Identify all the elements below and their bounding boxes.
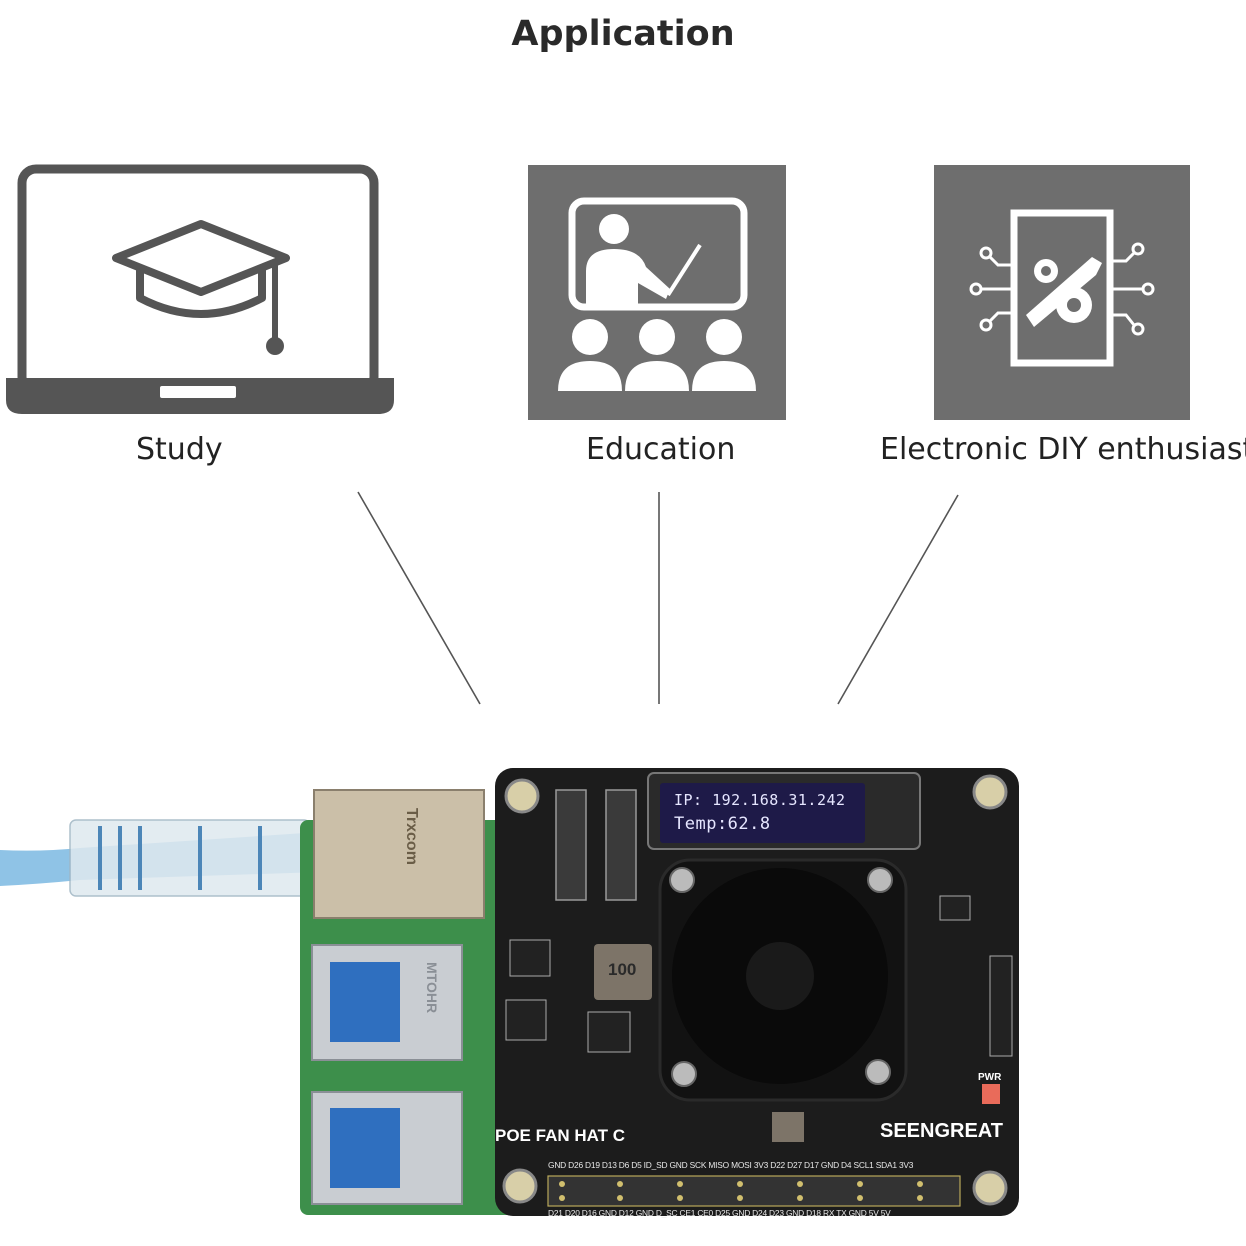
classroom-teacher-icon [528, 165, 786, 420]
pwr-label: PWR [978, 1072, 1002, 1083]
pin-labels-bottom: D21 D20 D16 GND D12 GND D_SC CE1 CE0 D25… [548, 1208, 891, 1218]
laptop-graduation-cap-icon [6, 164, 394, 414]
page-title: Application [511, 14, 735, 54]
inductor-mark: 100 [608, 960, 637, 979]
category-label: Electronic DIY enthusiast [880, 432, 1246, 467]
usb-marking: MTOHR [424, 962, 440, 1014]
pin-labels-top: GND D26 D19 D13 D6 D5 ID_SD GND SCK MISO… [548, 1160, 914, 1170]
circuit-gear-wrench-icon [934, 165, 1190, 420]
oled-temp-line: Temp:62.8 [674, 814, 771, 834]
brand-logo: SEENGREAT [880, 1120, 1003, 1142]
oled-display: IP: 192.168.31.242 Temp:62.8 [660, 783, 865, 843]
oled-ip-line: IP: 192.168.31.242 [674, 791, 846, 809]
product-name: POE FAN HAT C [495, 1126, 626, 1145]
category-label: Study [136, 432, 223, 467]
category-label: Education [586, 432, 736, 467]
poe-fan-hat-photo [0, 768, 1019, 1216]
ethernet-marking: Trxcom [403, 808, 420, 865]
connector-lines [357, 491, 959, 705]
